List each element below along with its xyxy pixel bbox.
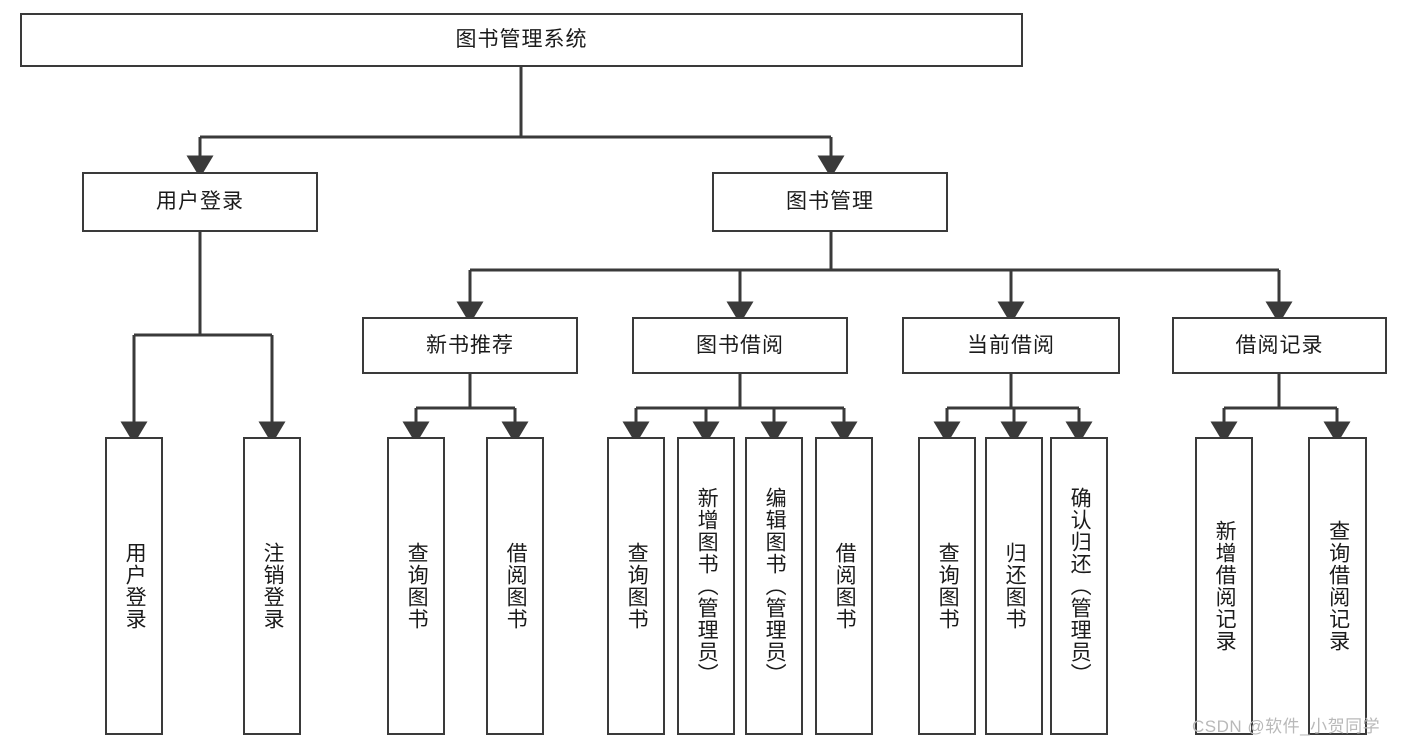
node-root[interactable]: 图书管理系统	[20, 13, 1023, 67]
node-cb-return-book[interactable]: 归还图书	[985, 437, 1043, 735]
node-cb-confirm-return-admin[interactable]: 确认归还（管理员）	[1050, 437, 1108, 735]
node-book-manage-label: 图书管理	[786, 190, 874, 214]
node-bb-query-book[interactable]: 查询图书	[607, 437, 665, 735]
node-borrow-record-label: 借阅记录	[1235, 333, 1324, 357]
node-br-query-record-label: 查询借阅记录	[1326, 520, 1350, 652]
node-cb-query-book[interactable]: 查询图书	[918, 437, 976, 735]
node-user-login-label: 用户登录	[156, 190, 244, 214]
node-new-book-recommend[interactable]: 新书推荐	[362, 317, 578, 374]
node-book-borrow[interactable]: 图书借阅	[632, 317, 848, 374]
node-book-manage[interactable]: 图书管理	[712, 172, 948, 232]
watermark-text: CSDN @软件_小贺同学	[1192, 717, 1381, 736]
node-root-label: 图书管理系统	[455, 28, 588, 52]
node-nbr-query-book[interactable]: 查询图书	[387, 437, 445, 735]
node-current-borrow-label: 当前借阅	[967, 333, 1055, 357]
node-nbr-query-book-label: 查询图书	[405, 542, 429, 630]
node-cb-confirm-return-admin-label: 确认归还（管理员）	[1068, 487, 1092, 685]
node-bb-query-book-label: 查询图书	[625, 542, 649, 630]
node-nbr-borrow-book-label: 借阅图书	[504, 542, 528, 630]
node-user-login[interactable]: 用户登录	[82, 172, 318, 232]
node-br-query-record[interactable]: 查询借阅记录	[1308, 437, 1367, 735]
node-user-login-leaf-label: 用户登录	[123, 542, 147, 630]
node-user-login-leaf[interactable]: 用户登录	[105, 437, 163, 735]
node-bb-borrow-book[interactable]: 借阅图书	[815, 437, 873, 735]
node-nbr-borrow-book[interactable]: 借阅图书	[486, 437, 544, 735]
node-user-logout-leaf-label: 注销登录	[261, 542, 285, 630]
node-new-book-recommend-label: 新书推荐	[426, 333, 514, 357]
node-bb-add-book-admin[interactable]: 新增图书（管理员）	[677, 437, 735, 735]
node-user-logout-leaf[interactable]: 注销登录	[243, 437, 301, 735]
node-cb-return-book-label: 归还图书	[1003, 542, 1027, 630]
node-current-borrow[interactable]: 当前借阅	[902, 317, 1120, 374]
node-bb-edit-book-admin-label: 编辑图书（管理员）	[763, 487, 787, 685]
node-bb-borrow-book-label: 借阅图书	[833, 542, 857, 630]
node-cb-query-book-label: 查询图书	[936, 542, 960, 630]
node-bb-edit-book-admin[interactable]: 编辑图书（管理员）	[745, 437, 803, 735]
node-borrow-record[interactable]: 借阅记录	[1172, 317, 1387, 374]
node-bb-add-book-admin-label: 新增图书（管理员）	[695, 487, 719, 685]
node-br-add-record-label: 新增借阅记录	[1213, 520, 1237, 652]
node-br-add-record[interactable]: 新增借阅记录	[1195, 437, 1253, 735]
node-book-borrow-label: 图书借阅	[696, 333, 784, 357]
